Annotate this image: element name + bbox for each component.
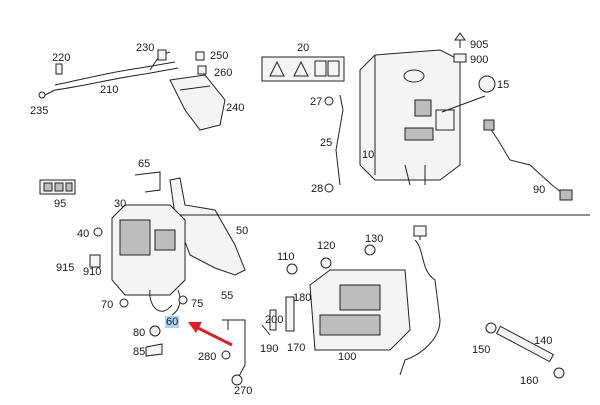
callout-50: 50 xyxy=(236,225,249,237)
callout-27: 27 xyxy=(310,96,323,108)
callout-75: 75 xyxy=(191,298,204,310)
callout-20: 20 xyxy=(297,42,310,54)
callout-180: 180 xyxy=(293,292,312,304)
callout-25: 25 xyxy=(320,137,333,149)
callout-170: 170 xyxy=(287,342,306,354)
callout-230: 230 xyxy=(136,42,155,54)
callout-100: 100 xyxy=(338,351,357,363)
callout-110: 110 xyxy=(277,251,295,263)
callout-40: 40 xyxy=(77,228,90,240)
tank-10 xyxy=(359,32,496,186)
callout-30: 30 xyxy=(114,198,127,210)
callout-90: 90 xyxy=(533,184,546,196)
callout-905: 905 xyxy=(470,39,489,51)
shield-240 xyxy=(169,74,226,131)
callout-150: 150 xyxy=(472,344,491,356)
module-100 xyxy=(261,225,441,376)
callout-240: 240 xyxy=(226,102,245,114)
unit-30 xyxy=(89,204,188,357)
callout-160: 160 xyxy=(520,375,539,387)
callout-60-highlighted: 60 xyxy=(165,316,180,328)
callout-270: 270 xyxy=(234,385,253,397)
strut-140 xyxy=(485,322,565,379)
rod-25 xyxy=(324,94,344,193)
callout-235: 235 xyxy=(30,105,49,117)
callout-250: 250 xyxy=(210,50,229,62)
warning-label-20 xyxy=(261,56,345,82)
callout-55: 55 xyxy=(221,290,234,302)
callout-65: 65 xyxy=(138,158,151,170)
battery-label-95 xyxy=(39,179,76,195)
callout-95: 95 xyxy=(54,198,67,210)
bracket-270 xyxy=(221,319,246,386)
callout-210: 210 xyxy=(100,84,119,96)
callout-120: 120 xyxy=(317,240,336,252)
harness-210 xyxy=(38,49,207,99)
callout-190: 190 xyxy=(260,343,279,355)
callout-10: 10 xyxy=(362,149,375,161)
red-pointer-arrow-icon xyxy=(188,322,233,347)
callout-15: 15 xyxy=(497,79,510,91)
callout-280: 280 xyxy=(198,351,217,363)
callout-915: 915 xyxy=(56,262,75,274)
bracket-50 xyxy=(134,171,590,276)
callout-260: 260 xyxy=(214,67,233,79)
callout-80: 80 xyxy=(133,327,146,339)
callout-28: 28 xyxy=(311,183,324,195)
callout-70: 70 xyxy=(101,299,114,311)
callout-910: 910 xyxy=(83,266,102,278)
callout-140: 140 xyxy=(534,335,553,347)
callout-130: 130 xyxy=(365,233,384,245)
callout-85: 85 xyxy=(133,346,146,358)
callout-900: 900 xyxy=(470,54,489,66)
callout-200: 200 xyxy=(265,314,284,326)
callout-220: 220 xyxy=(52,52,71,64)
cable-90 xyxy=(483,119,573,201)
